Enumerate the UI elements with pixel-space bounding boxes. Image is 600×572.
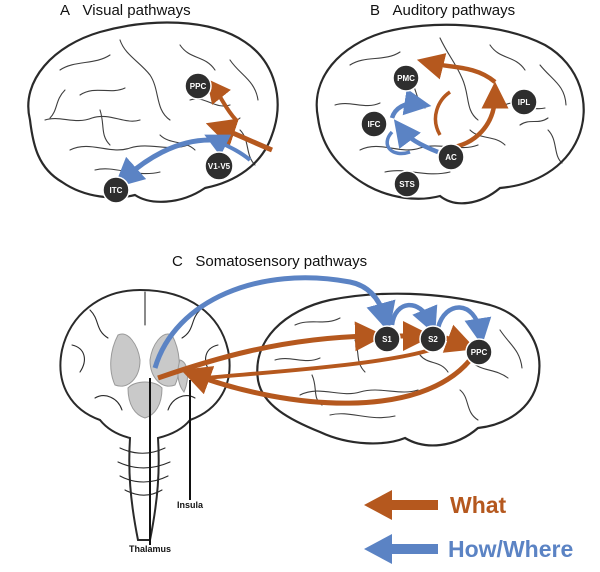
svg-text:S1: S1 xyxy=(382,335,392,344)
node-a-ppc: PPC xyxy=(184,72,212,100)
svg-text:STS: STS xyxy=(399,180,415,189)
thalamus-gray xyxy=(127,381,163,419)
svg-text:IPL: IPL xyxy=(518,98,531,107)
panel-b-title-text: Auditory pathways xyxy=(392,2,516,19)
legend-how-swatch xyxy=(364,534,438,564)
node-c-s1: S1 xyxy=(373,325,401,353)
svg-text:V1-V5: V1-V5 xyxy=(208,162,231,171)
node-a-v1v5: V1-V5 xyxy=(204,151,234,181)
arrow-how-sts-ring xyxy=(385,130,411,156)
node-b-sts: STS xyxy=(393,170,421,198)
arrow-what-ppc-to-insula xyxy=(180,358,472,406)
callout-thalamus: Thalamus xyxy=(129,544,171,554)
node-c-ppc: PPC xyxy=(465,338,493,366)
arrow-what-thalamus-to-s1 xyxy=(157,321,385,381)
arrow-what-ac-up xyxy=(433,90,452,136)
arrow-how-s1-to-s2 xyxy=(389,302,438,335)
coronal-section: Thalamus Insula xyxy=(59,288,231,554)
svg-text:PMC: PMC xyxy=(397,74,415,83)
node-b-ac: AC xyxy=(437,143,465,171)
arrow-what-ipl-to-pmc xyxy=(416,53,497,84)
panel-c-letter: C xyxy=(172,253,183,270)
node-b-pmc: PMC xyxy=(392,64,420,92)
arrow-how-thalamus-to-s1 xyxy=(152,275,396,369)
panel-c-title-text: Somatosensory pathways xyxy=(195,253,368,270)
callout-insula: Insula xyxy=(177,500,204,510)
arrow-what-s2-to-insula xyxy=(204,348,431,380)
brain-outline-b xyxy=(315,23,585,205)
node-c-s2: S2 xyxy=(419,325,447,353)
svg-text:ITC: ITC xyxy=(110,186,123,195)
panel-a-title-text: Visual pathways xyxy=(82,2,191,19)
brain-outline-a xyxy=(27,21,279,203)
panel-a-title: A Visual pathways xyxy=(60,2,191,19)
node-b-ifc: IFC xyxy=(360,110,388,138)
legend-what-swatch xyxy=(364,490,438,520)
svg-text:AC: AC xyxy=(445,153,457,162)
arrow-how-v1-upper xyxy=(204,134,252,162)
panel-b-letter: B xyxy=(370,2,381,19)
svg-text:IFC: IFC xyxy=(368,120,381,129)
node-a-itc: ITC xyxy=(102,176,130,204)
legend-how-where-label: How/Where xyxy=(448,536,574,562)
arrow-what-s2-to-ppc xyxy=(442,324,477,353)
arrow-how-v1-to-itc xyxy=(113,137,211,189)
svg-text:S2: S2 xyxy=(428,335,438,344)
panel-a-letter: A xyxy=(60,2,71,19)
arrow-how-ac-to-ifc xyxy=(393,119,439,155)
arrow-how-ifc-to-pmc xyxy=(389,88,432,119)
panel-a-brain: PPC V1-V5 ITC xyxy=(27,21,279,204)
arrow-what-ppc-loop xyxy=(206,78,238,122)
panel-b-brain: PMC IFC IPL AC STS xyxy=(315,23,585,205)
legend-what-label: What xyxy=(450,492,507,518)
node-b-ipl: IPL xyxy=(510,88,538,116)
svg-text:PPC: PPC xyxy=(190,82,207,91)
arrow-how-s2-to-ppc xyxy=(435,305,492,346)
panel-c-title: C Somatosensory pathways xyxy=(172,253,367,270)
panel-b-title: B Auditory pathways xyxy=(370,2,515,19)
svg-text:PPC: PPC xyxy=(471,348,488,357)
arrow-what-v1-to-ppc xyxy=(205,118,273,153)
